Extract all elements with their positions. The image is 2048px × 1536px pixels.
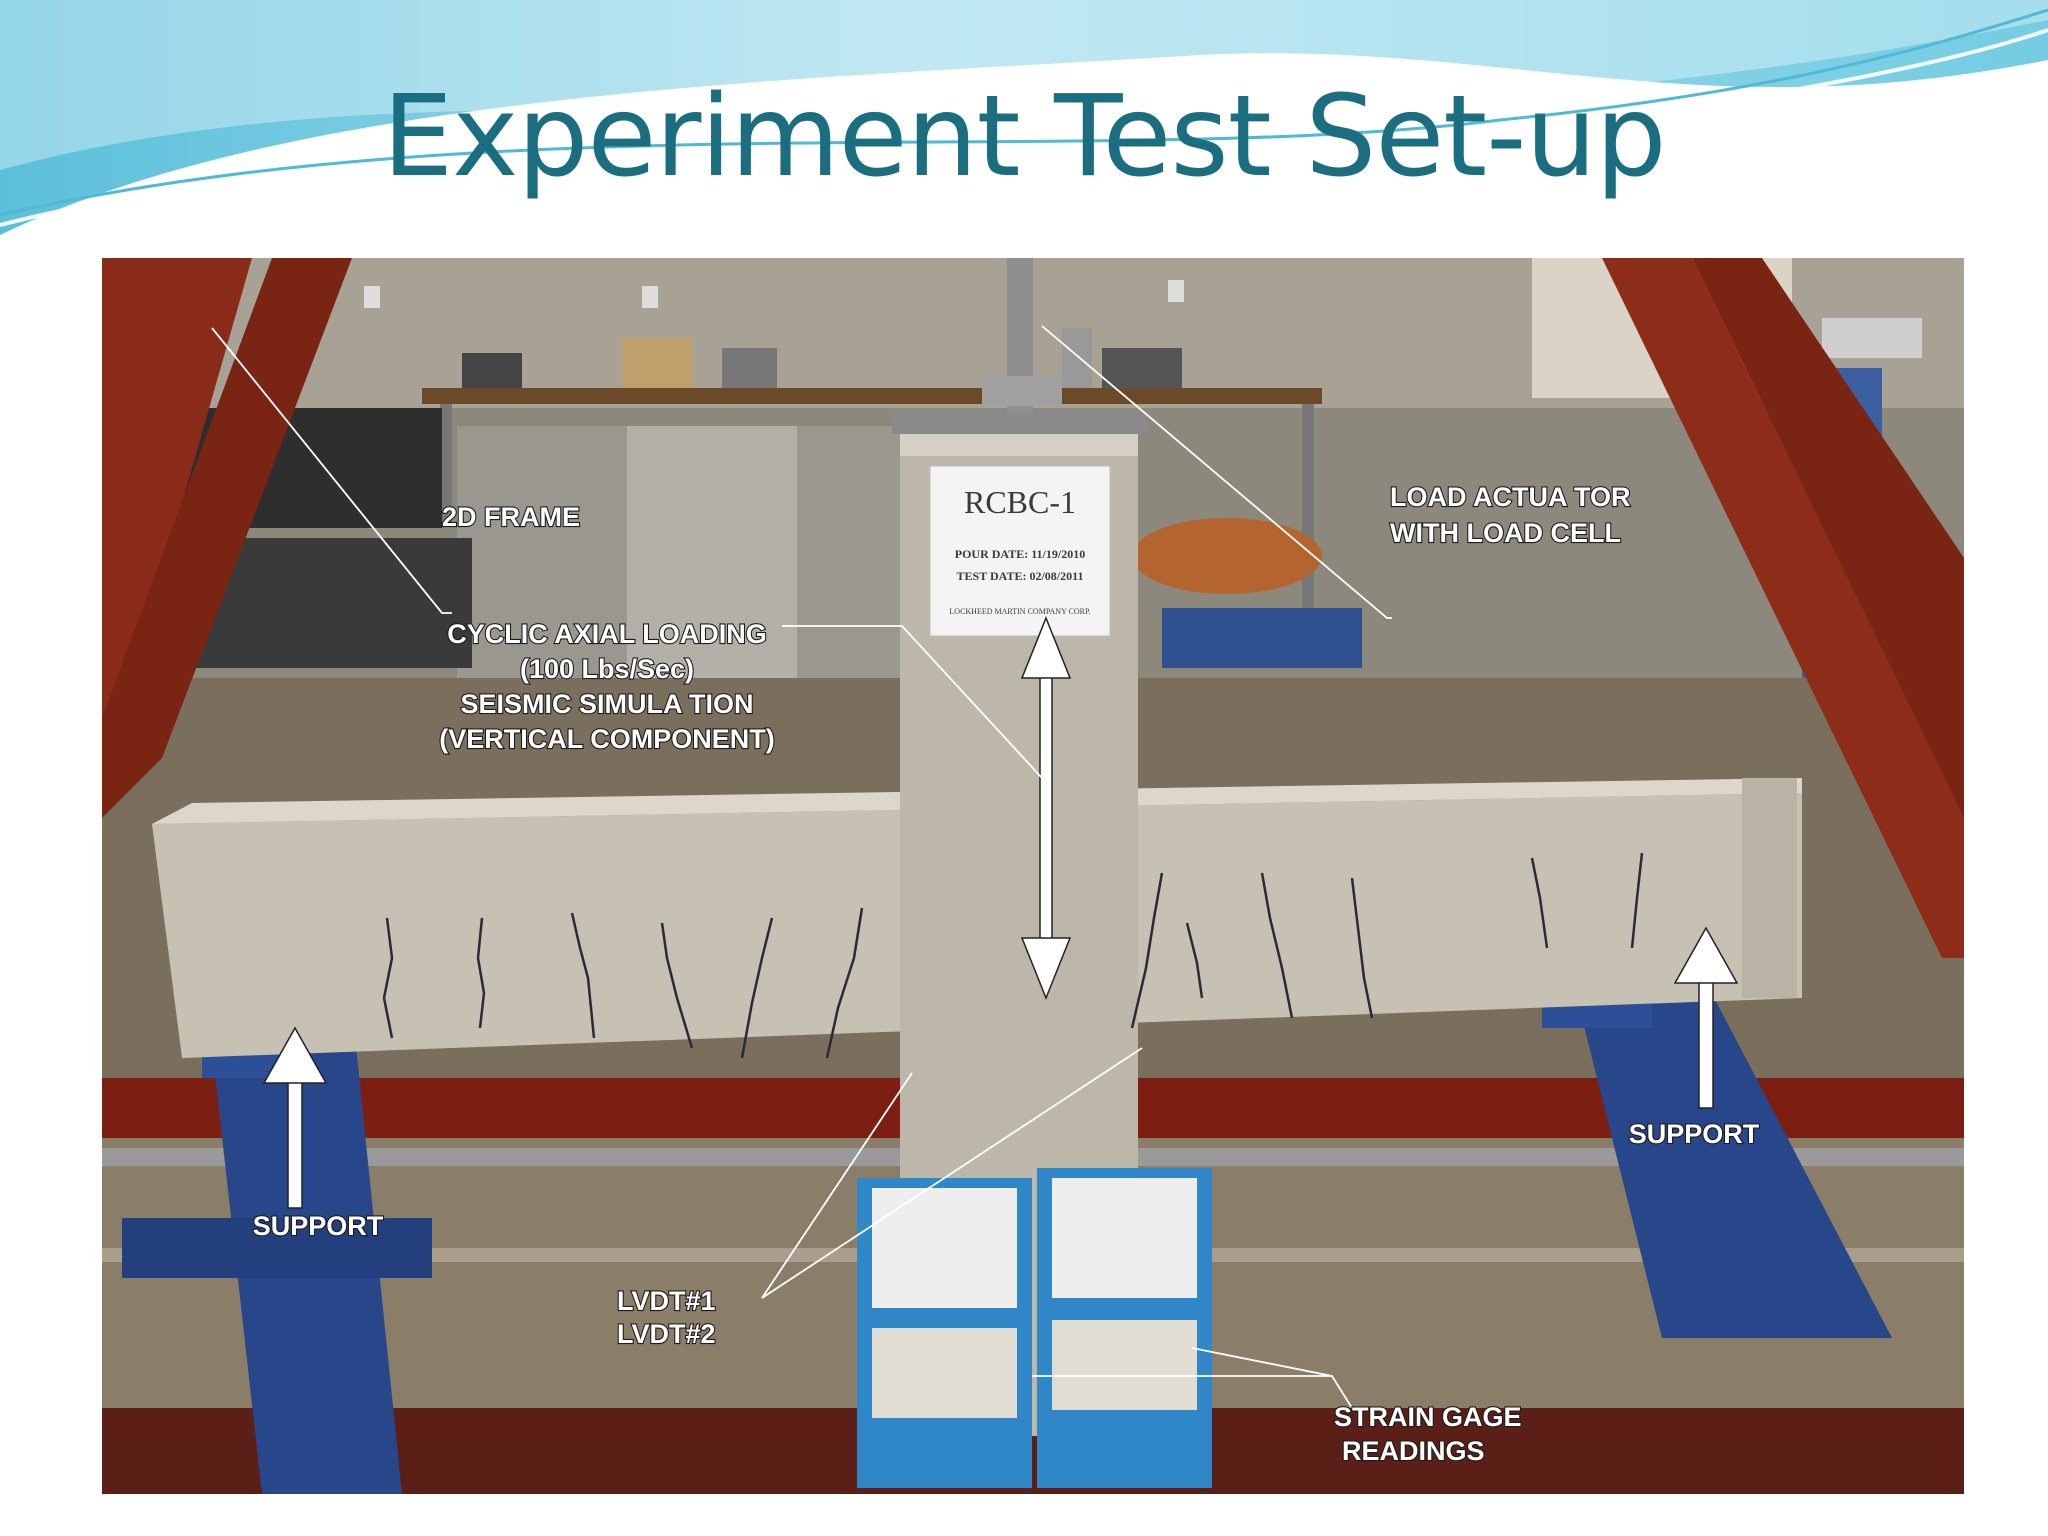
specimen-test-date: TEST DATE: 02/08/2011 (957, 569, 1084, 583)
label-lvdt-2: LVDT#2 (617, 1319, 716, 1349)
label-strain-gage-2: READINGS (1342, 1436, 1485, 1466)
specimen-pour-date: POUR DATE: 11/19/2010 (955, 547, 1085, 561)
header-wave (0, 0, 2048, 235)
label-support-left: SUPPORT (253, 1211, 384, 1241)
label-cyclic-loading-1: CYCLIC AXIAL LOADING (447, 619, 767, 649)
label-cyclic-loading-3: SEISMIC SIMULA TION (460, 689, 753, 719)
label-cyclic-loading-2: (100 Lbs/Sec) (520, 654, 694, 684)
label-load-actuator-1: LOAD ACTUA TOR (1390, 482, 1630, 512)
specimen-company: LOCKHEED MARTIN COMPANY CORP. (949, 607, 1090, 616)
specimen-tag-name: RCBC-1 (964, 484, 1076, 520)
setup-photo: RCBC-1 POUR DATE: 11/19/2010 TEST DATE: … (102, 258, 1964, 1494)
label-strain-gage-1: STRAIN GAGE (1334, 1402, 1522, 1432)
setup-photo-illustration: RCBC-1 POUR DATE: 11/19/2010 TEST DATE: … (102, 258, 1964, 1494)
label-cyclic-loading-4: (VERTICAL COMPONENT) (439, 724, 775, 754)
label-lvdt-1: LVDT#1 (617, 1286, 716, 1316)
slide-title: Experiment Test Set-up (382, 72, 1666, 202)
label-2d-frame: 2D FRAME (442, 502, 580, 532)
label-support-right: SUPPORT (1629, 1119, 1760, 1149)
label-load-actuator-2: WITH LOAD CELL (1390, 518, 1621, 548)
